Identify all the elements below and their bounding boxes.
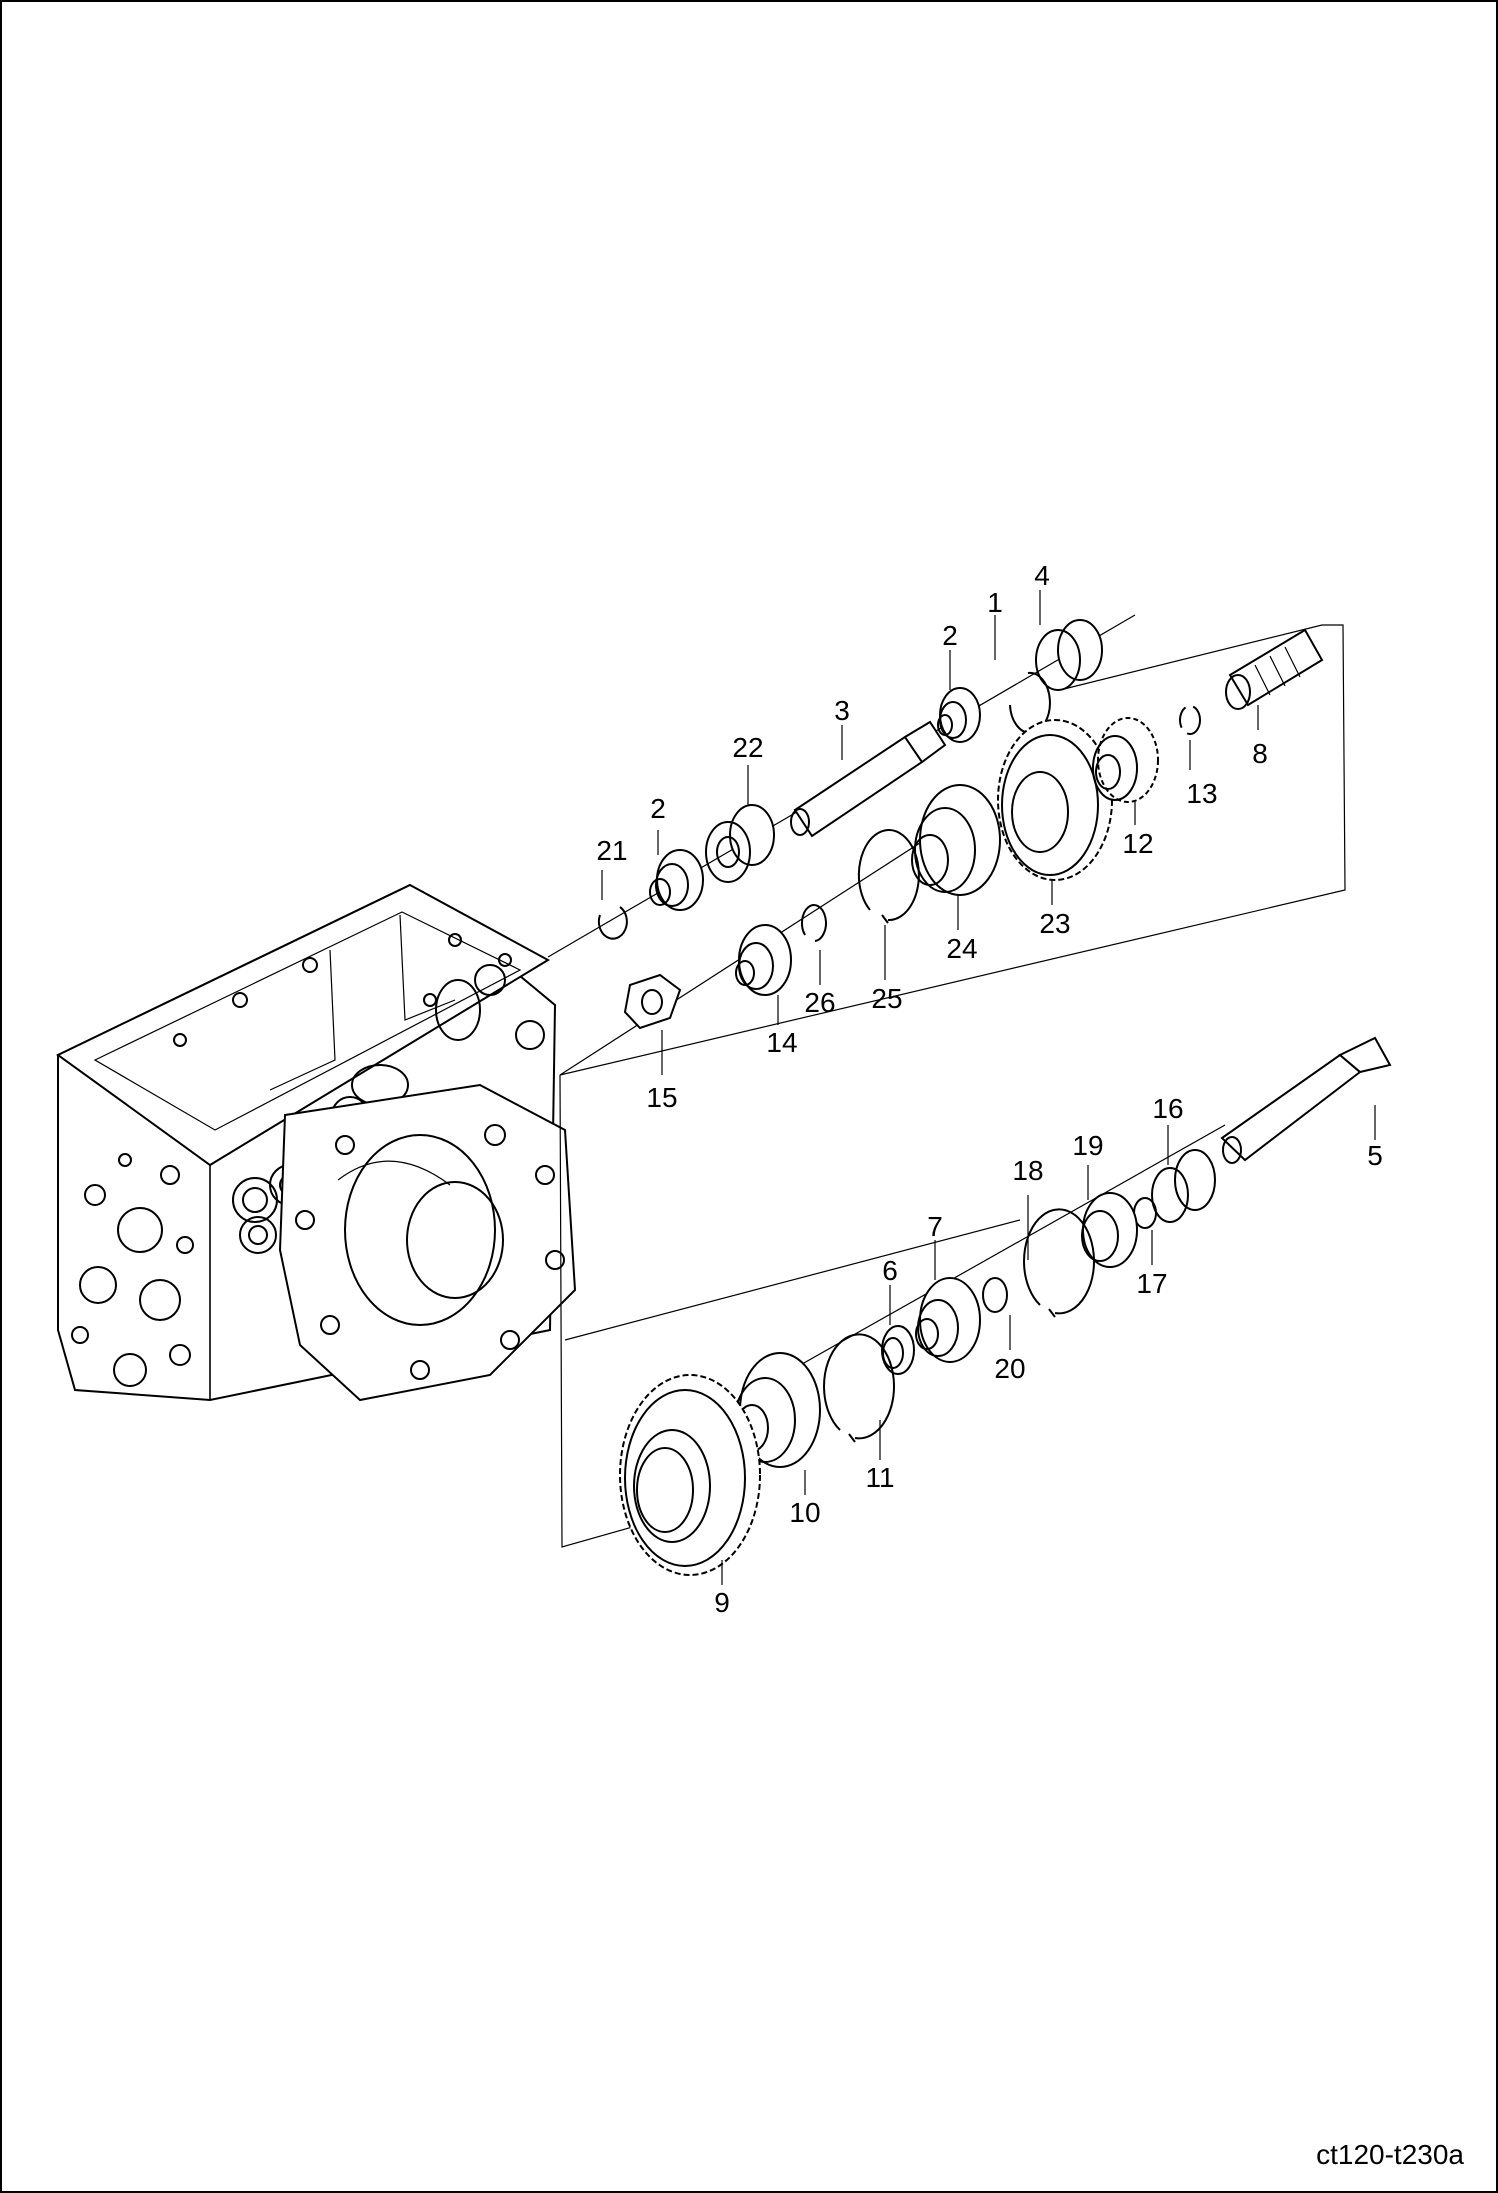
part-12-gear [1092, 717, 1159, 803]
part-18-circlip [1023, 1208, 1096, 1318]
drawing-code: ct120-t230a [1316, 2139, 1464, 2170]
callout-23: 23 [1039, 908, 1070, 939]
part-13-ring [1179, 705, 1201, 735]
callout-21: 21 [596, 835, 627, 866]
callout-15: 15 [646, 1082, 677, 1113]
part-2-bearing-upper [937, 687, 981, 743]
part-8-coupling [1225, 628, 1324, 710]
callout-16: 16 [1152, 1093, 1183, 1124]
part-21-circlip [597, 906, 628, 940]
gearbox-housing [56, 883, 577, 1402]
part-16-bushing [1151, 1149, 1216, 1223]
part-9-gear [619, 1374, 761, 1576]
callout-10: 10 [789, 1497, 820, 1528]
callout-2-left: 2 [650, 793, 666, 824]
callout-14: 14 [766, 1027, 797, 1058]
callout-1: 1 [987, 587, 1003, 618]
part-2-bearing [649, 849, 704, 911]
callout-8: 8 [1252, 738, 1268, 769]
callout-17: 17 [1136, 1268, 1167, 1299]
callout-5: 5 [1367, 1140, 1383, 1171]
callout-19: 19 [1072, 1130, 1103, 1161]
callout-24: 24 [946, 933, 977, 964]
callout-12: 12 [1122, 828, 1153, 859]
callout-13: 13 [1186, 778, 1217, 809]
part-15-nut [623, 973, 682, 1030]
callout-3: 3 [834, 695, 850, 726]
upper-shaft-group [547, 614, 1346, 1076]
part-19-seal [1081, 1192, 1138, 1268]
lower-shaft-group [559, 1036, 1392, 1576]
callout-26: 26 [804, 987, 835, 1018]
part-5-shaft [1220, 1036, 1392, 1164]
part-4-bushing [1035, 619, 1103, 691]
callout-2-upper: 2 [942, 620, 958, 651]
leader-lines [601, 590, 1376, 1585]
part-11-circlip [823, 1333, 896, 1443]
callout-6: 6 [882, 1255, 898, 1286]
part-3-shaft [790, 720, 947, 838]
callout-22: 22 [732, 732, 763, 763]
callout-20: 20 [994, 1353, 1025, 1384]
part-25-circlip [857, 829, 920, 924]
part-7-bearing [915, 1277, 981, 1363]
part-26-ring [800, 904, 827, 942]
callout-labels: 1 2 2 3 4 5 6 7 8 9 10 11 12 13 14 15 16… [596, 560, 1382, 1618]
part-6-ring [881, 1325, 915, 1375]
callout-25: 25 [871, 983, 902, 1014]
callout-18: 18 [1012, 1155, 1043, 1186]
part-14-bearing [735, 924, 792, 996]
part-22-gear [705, 804, 775, 883]
callout-7: 7 [927, 1211, 943, 1242]
part-24-bearing [911, 784, 1001, 896]
callout-9: 9 [714, 1587, 730, 1618]
part-20-ring [982, 1277, 1008, 1313]
callout-11: 11 [865, 1462, 894, 1493]
part-23-gear [997, 719, 1113, 881]
callout-4: 4 [1034, 560, 1050, 591]
